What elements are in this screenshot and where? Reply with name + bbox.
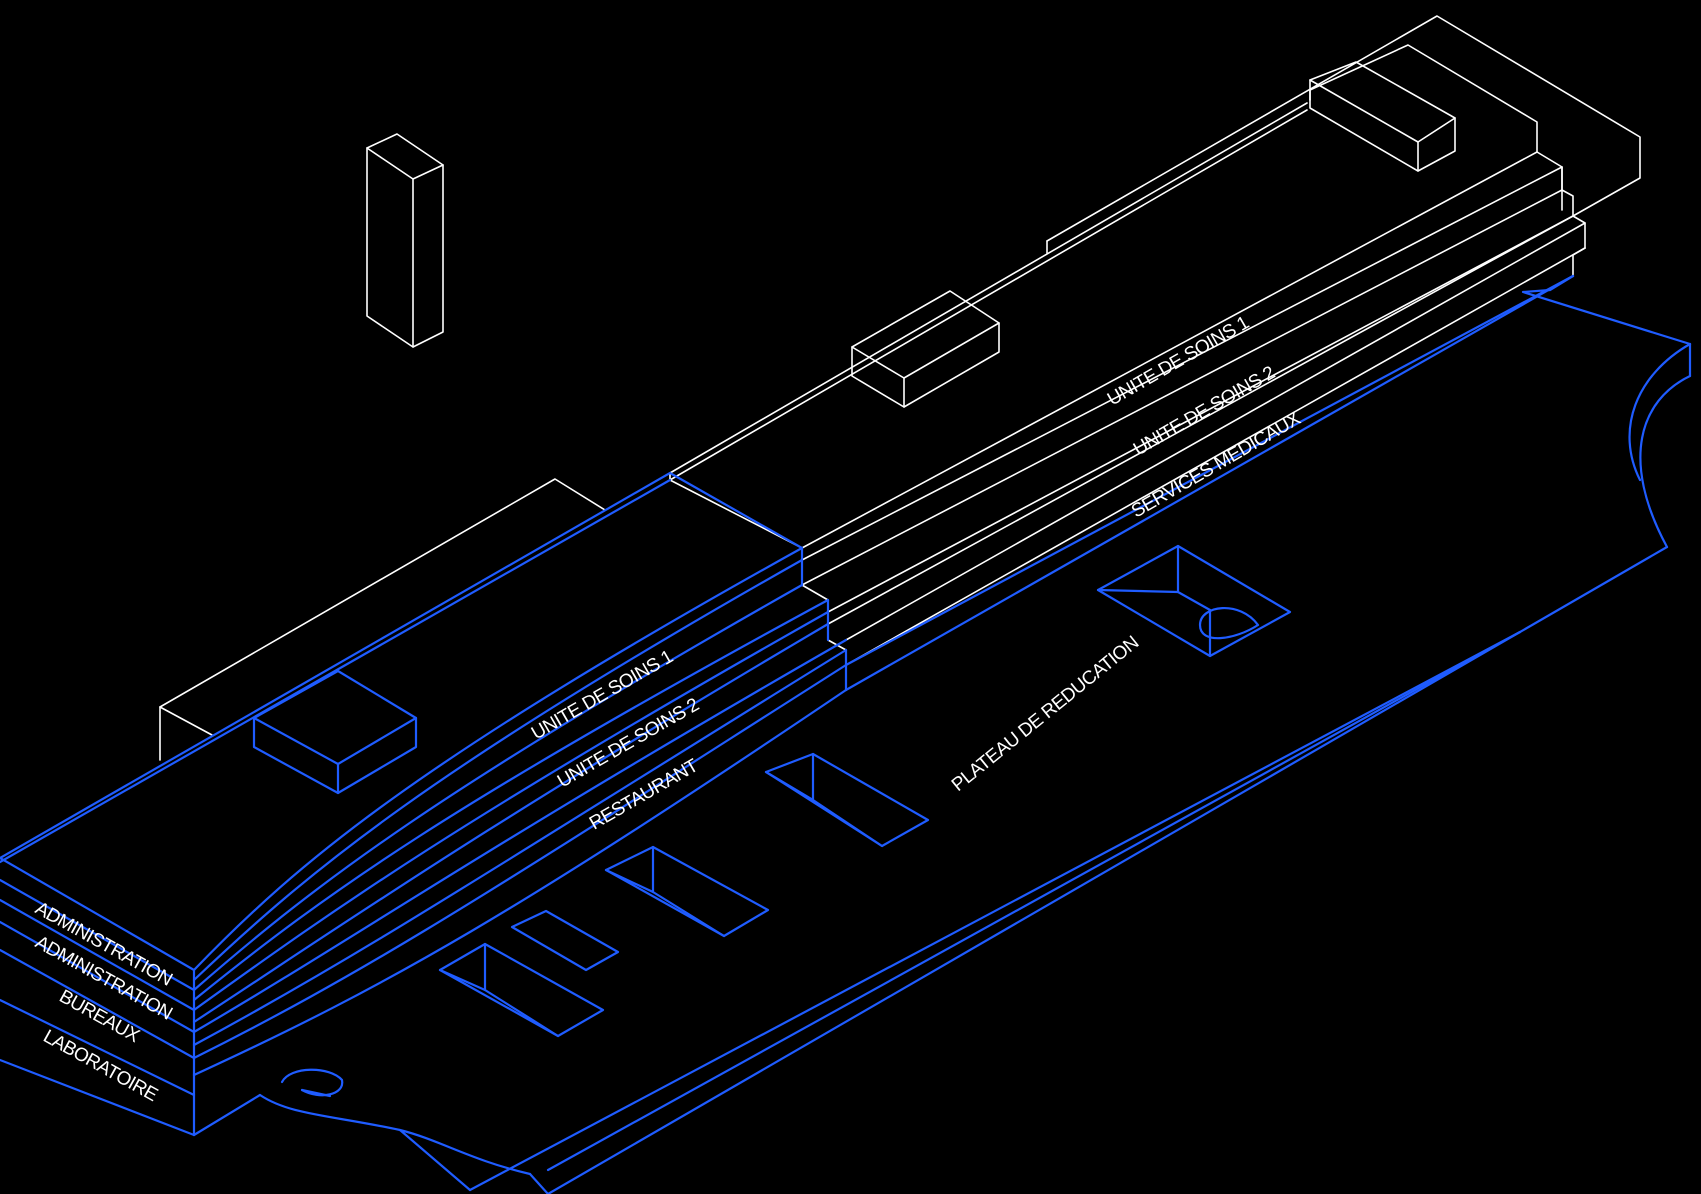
courtyard-4 <box>764 752 930 848</box>
label-laboratoire: LABORATOIRE <box>40 1026 161 1106</box>
courtyard-5 <box>1096 544 1292 658</box>
left-roof-box <box>252 669 418 795</box>
curved-wing <box>192 546 848 1077</box>
plateau-plate <box>192 545 1669 1194</box>
ground-structures <box>0 274 1692 1194</box>
long-wing-roof-box <box>1309 61 1456 172</box>
floor-labels: ADMINISTRATION ADMINISTRATION BUREAUX LA… <box>32 312 1305 1105</box>
upper-structures <box>159 15 1641 761</box>
courtyard-2 <box>510 909 620 972</box>
long-wing-floors <box>669 15 1641 666</box>
left-stacked-block <box>0 471 804 1137</box>
plateau-notch <box>280 1068 344 1098</box>
rear-white-slab <box>159 478 606 761</box>
courtyard-3 <box>604 845 770 938</box>
connector-corridor <box>669 102 1308 481</box>
label-plateau: PLATEAU DE REDUCATION <box>948 632 1143 795</box>
courtyard-1 <box>438 942 605 1038</box>
isolated-tower <box>366 133 444 348</box>
long-wing-ground <box>844 274 1692 692</box>
corridor-roof-box <box>851 290 1000 408</box>
